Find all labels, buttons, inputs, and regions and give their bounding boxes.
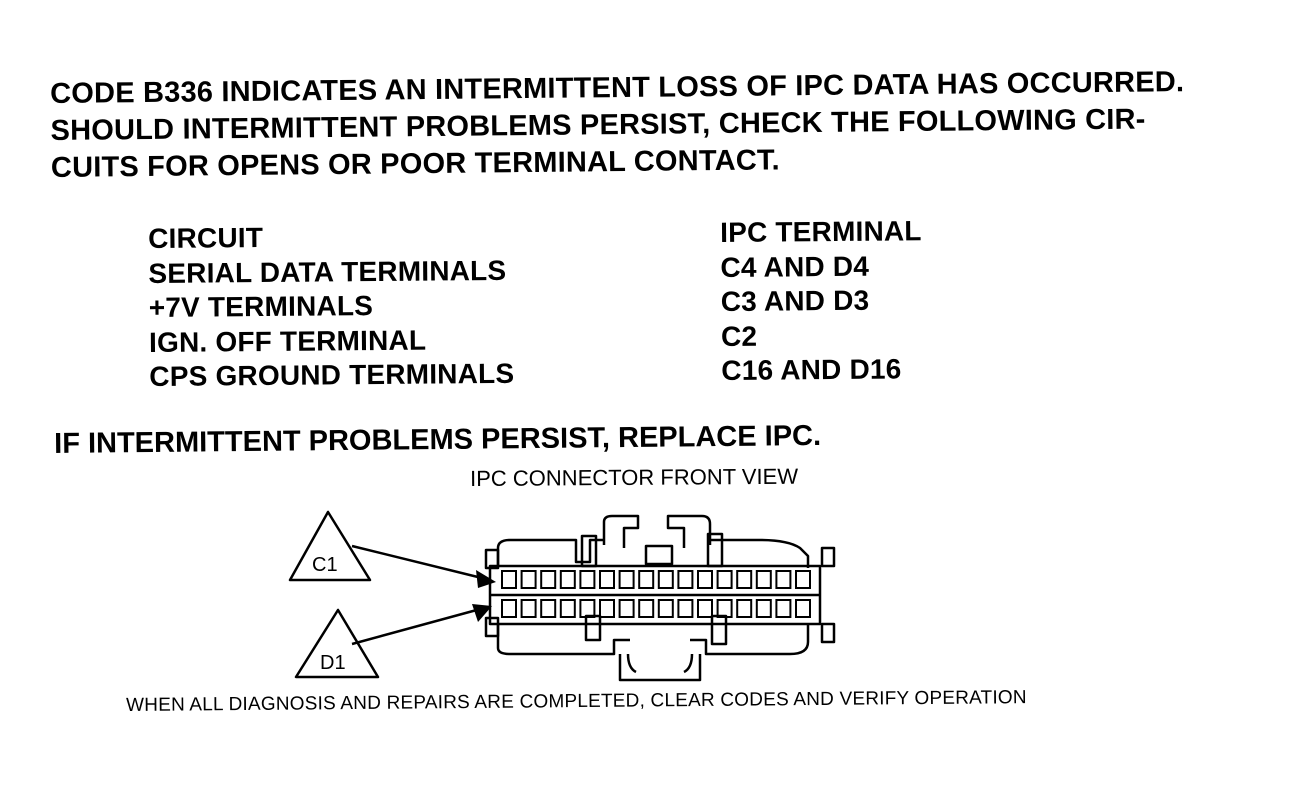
pin-c4 xyxy=(559,570,576,589)
pin-d13 xyxy=(736,599,753,618)
pin-d14 xyxy=(755,599,772,618)
pin-row-d xyxy=(501,599,811,618)
pin-d1 xyxy=(501,599,517,618)
pin-c1 xyxy=(501,570,517,589)
pin-c7 xyxy=(618,570,635,589)
pin-c16 xyxy=(795,570,811,589)
pin-c15 xyxy=(775,570,792,589)
d1-label: D1 xyxy=(320,652,346,674)
pin-d7 xyxy=(618,599,635,618)
pin-c11 xyxy=(697,570,713,589)
pin-d10 xyxy=(677,599,694,618)
c1-label: C1 xyxy=(312,554,338,576)
pin-c2 xyxy=(520,570,537,589)
d1-arrow-head xyxy=(472,604,492,622)
pin-d4 xyxy=(559,599,576,618)
pin-d2 xyxy=(520,599,537,618)
c1-arrow-head xyxy=(476,570,496,588)
pin-c5 xyxy=(579,570,596,589)
pin-c6 xyxy=(599,570,615,589)
pin-d15 xyxy=(775,599,792,618)
pin-c8 xyxy=(638,570,655,589)
c1-leader-line xyxy=(351,544,491,582)
pin-row-c xyxy=(501,570,811,589)
pin-d3 xyxy=(540,599,557,618)
pin-c14 xyxy=(755,570,772,589)
d1-leader-line xyxy=(351,606,485,646)
pin-d6 xyxy=(599,599,615,618)
connector-body xyxy=(484,514,836,682)
pin-d8 xyxy=(638,599,655,618)
pin-c9 xyxy=(657,570,674,589)
pin-d12 xyxy=(716,599,733,618)
pin-c12 xyxy=(716,570,733,589)
pin-d16 xyxy=(795,599,811,618)
pin-d11 xyxy=(697,599,713,618)
pin-c13 xyxy=(736,570,753,589)
pin-c3 xyxy=(540,570,557,589)
pin-d9 xyxy=(657,599,674,618)
c1-callout-triangle xyxy=(288,510,372,582)
pin-c10 xyxy=(677,570,694,589)
pin-d5 xyxy=(579,599,596,618)
